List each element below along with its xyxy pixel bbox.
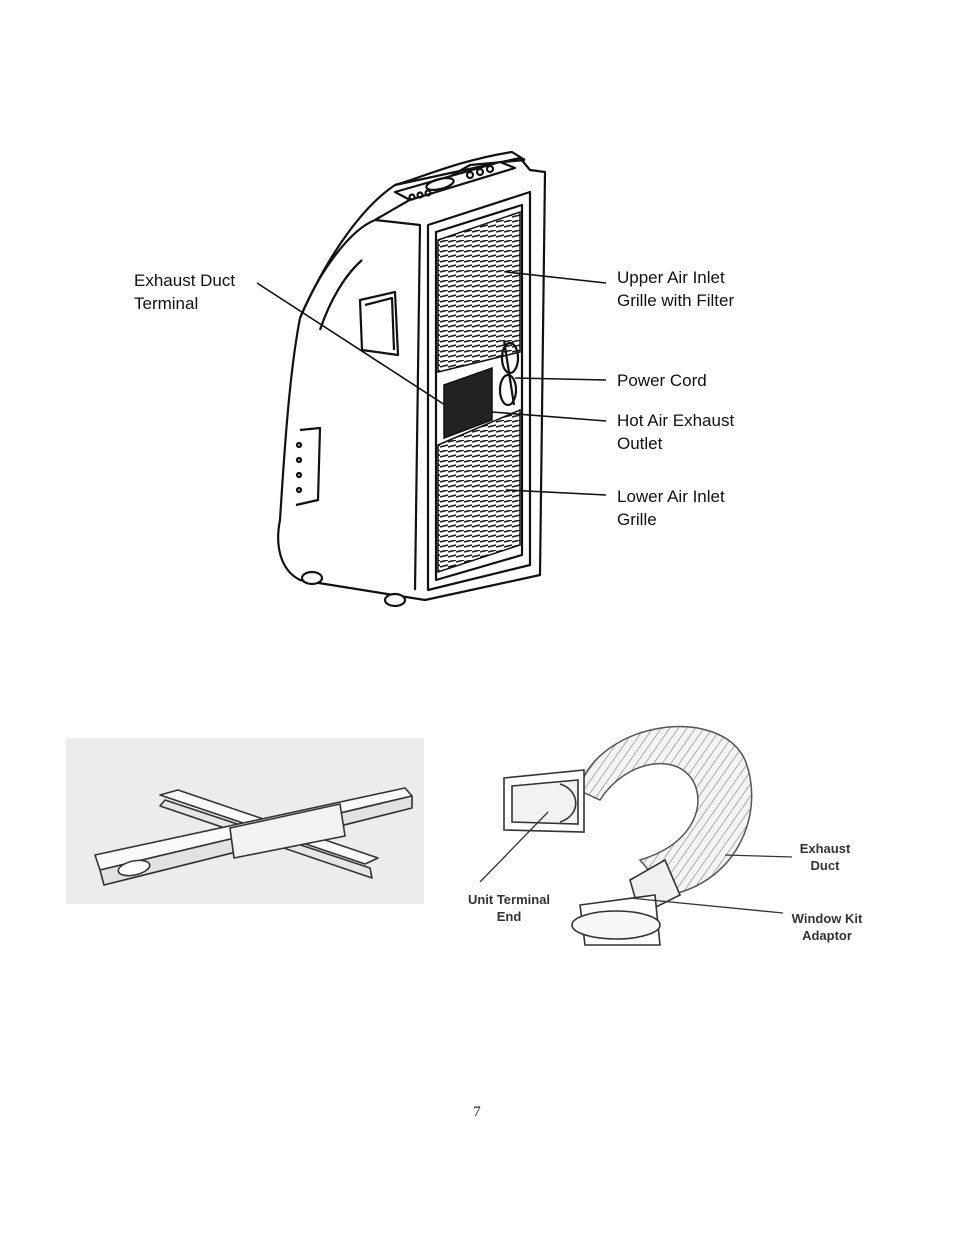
label-upper-air-inlet-grille: Upper Air Inlet Grille with Filter [617, 268, 735, 310]
unit-leader-lines [256, 271, 607, 496]
page-number: 7 [473, 1104, 481, 1120]
leader-exhaust-terminal [256, 282, 446, 406]
leader-power-cord [514, 377, 607, 381]
leader-hot-exhaust [491, 411, 607, 422]
lower-air-inlet-grille [437, 408, 521, 574]
label-lower-air-inlet-grille: Lower Air Inlet Grille [617, 487, 725, 529]
upper-air-inlet-grille [437, 210, 521, 373]
window-slider-panels [94, 787, 413, 886]
label-window-kit-adaptor: Window Kit Adaptor [791, 911, 863, 943]
leader-unit-terminal-end [479, 811, 549, 883]
duct-leader-lines [479, 811, 793, 914]
power-cord-coil [498, 339, 520, 407]
label-unit-terminal-end: Unit Terminal End [467, 892, 551, 924]
hot-air-exhaust-outlet [443, 366, 493, 440]
unit-terminal-end [503, 769, 585, 833]
leader-upper-inlet [505, 271, 607, 284]
label-exhaust-duct-terminal: Exhaust Duct Terminal [134, 271, 236, 313]
exhaust-hose [577, 726, 753, 896]
leader-exhaust-duct [724, 854, 793, 858]
exhaust-duct-illustration [503, 726, 753, 946]
window-kit-adaptor [571, 858, 682, 946]
label-power-cord: Power Cord [617, 371, 707, 390]
label-exhaust-duct: Exhaust Duct [799, 841, 851, 873]
label-hot-air-exhaust-outlet: Hot Air Exhaust Outlet [617, 411, 735, 453]
leader-lower-inlet [505, 489, 607, 496]
leader-window-kit-adaptor [629, 897, 784, 914]
